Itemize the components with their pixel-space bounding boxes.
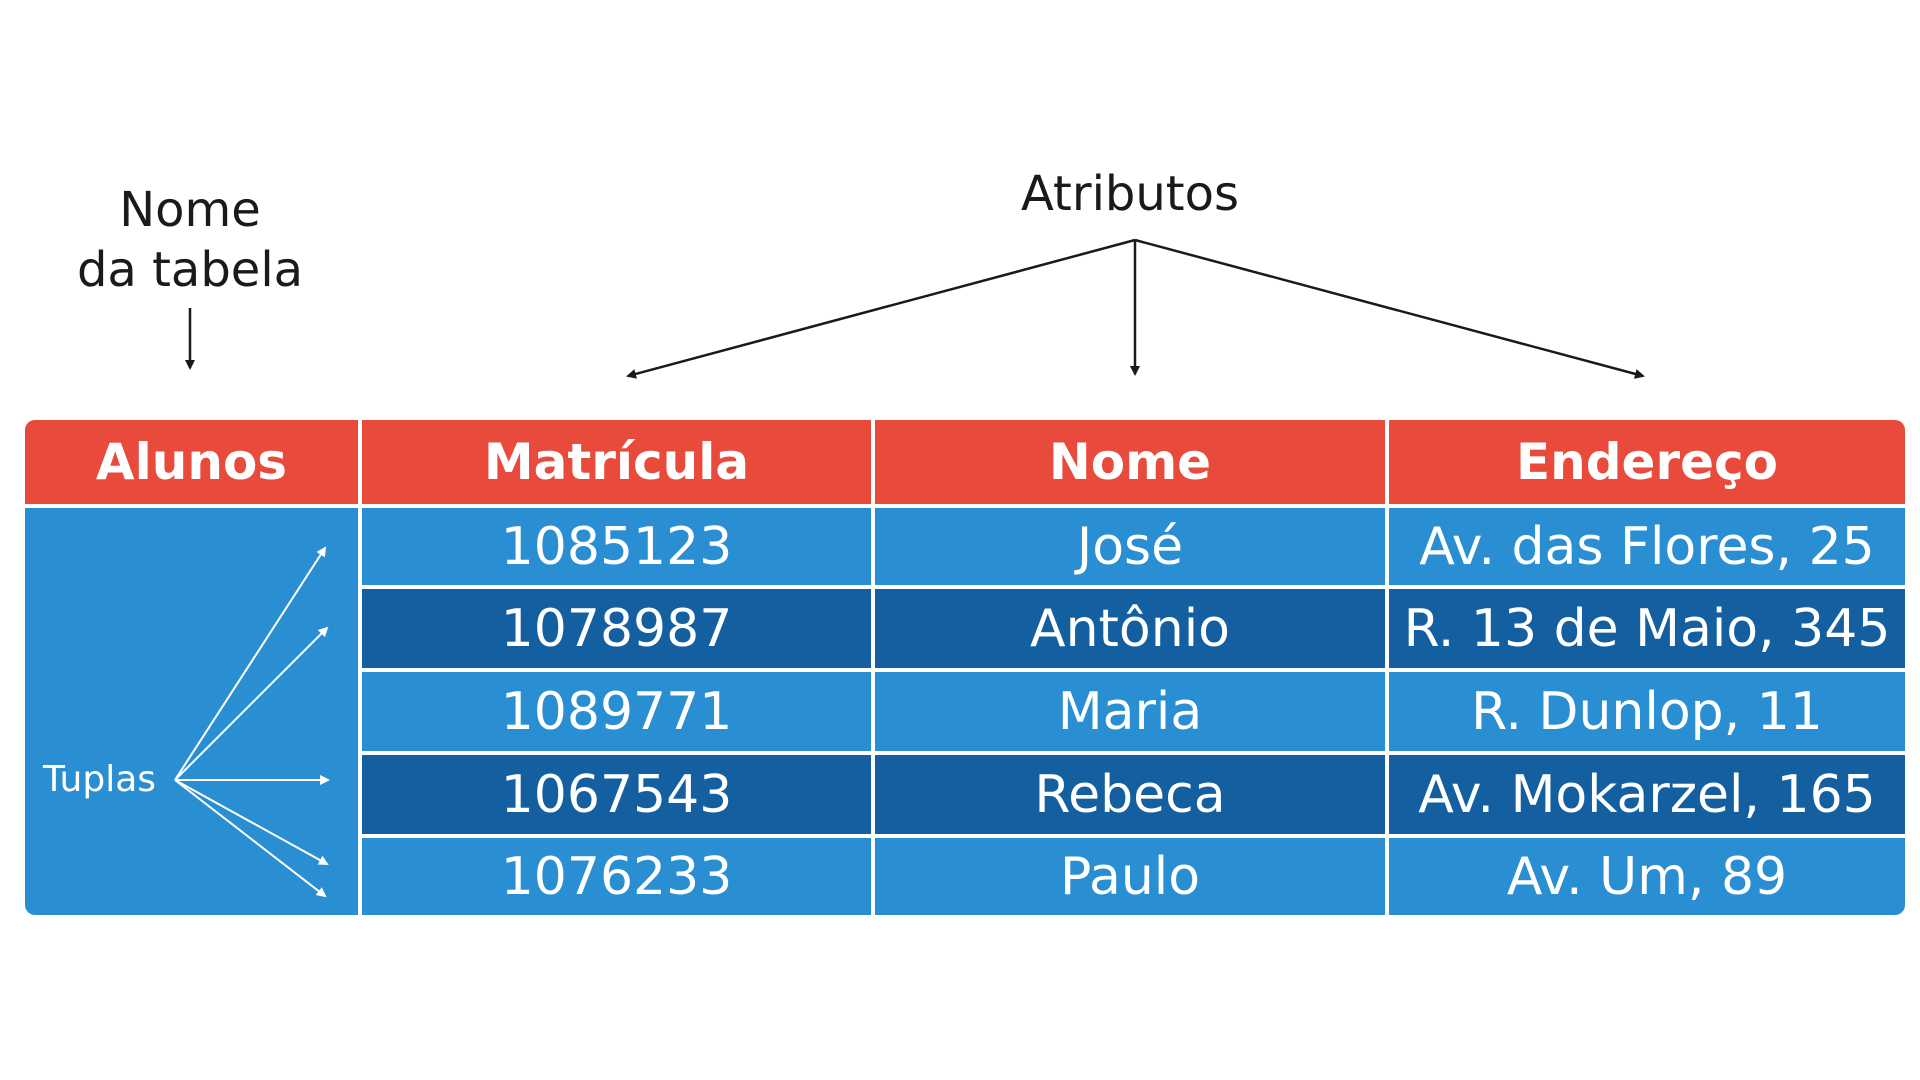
- attributes-annotation: Atributos: [1021, 166, 1239, 222]
- tuple-arrow-1: [174, 546, 327, 781]
- attribute-arrow-endereco: [1134, 238, 1645, 379]
- tuples-panel: Tuplas: [25, 508, 358, 915]
- cell-endereco-row-5: Av. Um, 89: [1389, 838, 1905, 915]
- cell-matricula-row-4: 1067543: [362, 755, 871, 834]
- cell-matricula-row-2: 1078987: [362, 589, 871, 668]
- cell-nome-row-1: José: [875, 508, 1385, 585]
- cell-endereco-row-1: Av. das Flores, 25: [1389, 508, 1905, 585]
- cell-matricula-row-3: 1089771: [362, 672, 871, 751]
- tuple-arrows: [174, 546, 330, 898]
- cell-nome-row-3: Maria: [875, 672, 1385, 751]
- cell-nome-row-4: Rebeca: [875, 755, 1385, 834]
- column-header-endereco: Endereço: [1389, 420, 1905, 504]
- table-name-header: Alunos: [25, 420, 358, 504]
- column-header-matricula: Matrícula: [362, 420, 871, 504]
- cell-endereco-row-2: R. 13 de Maio, 345: [1389, 589, 1905, 668]
- tuples-label: Tuplas: [43, 759, 157, 800]
- tuple-arrow-5: [174, 779, 327, 898]
- cell-nome-row-2: Antônio: [875, 589, 1385, 668]
- tuple-arrow-2: [174, 626, 329, 781]
- tuple-arrow-4: [174, 779, 329, 865]
- cell-endereco-row-3: R. Dunlop, 11: [1389, 672, 1905, 751]
- table-name-annotation: Nome da tabela: [76, 182, 304, 298]
- attribute-arrow-matricula: [626, 238, 1136, 379]
- column-header-nome: Nome: [875, 420, 1385, 504]
- cell-nome-row-5: Paulo: [875, 838, 1385, 915]
- students-table: Alunos Matrícula Nome Endereço Tuplas 10…: [25, 420, 1905, 915]
- cell-endereco-row-4: Av. Mokarzel, 165: [1389, 755, 1905, 834]
- cell-matricula-row-1: 1085123: [362, 508, 871, 585]
- cell-matricula-row-5: 1076233: [362, 838, 871, 915]
